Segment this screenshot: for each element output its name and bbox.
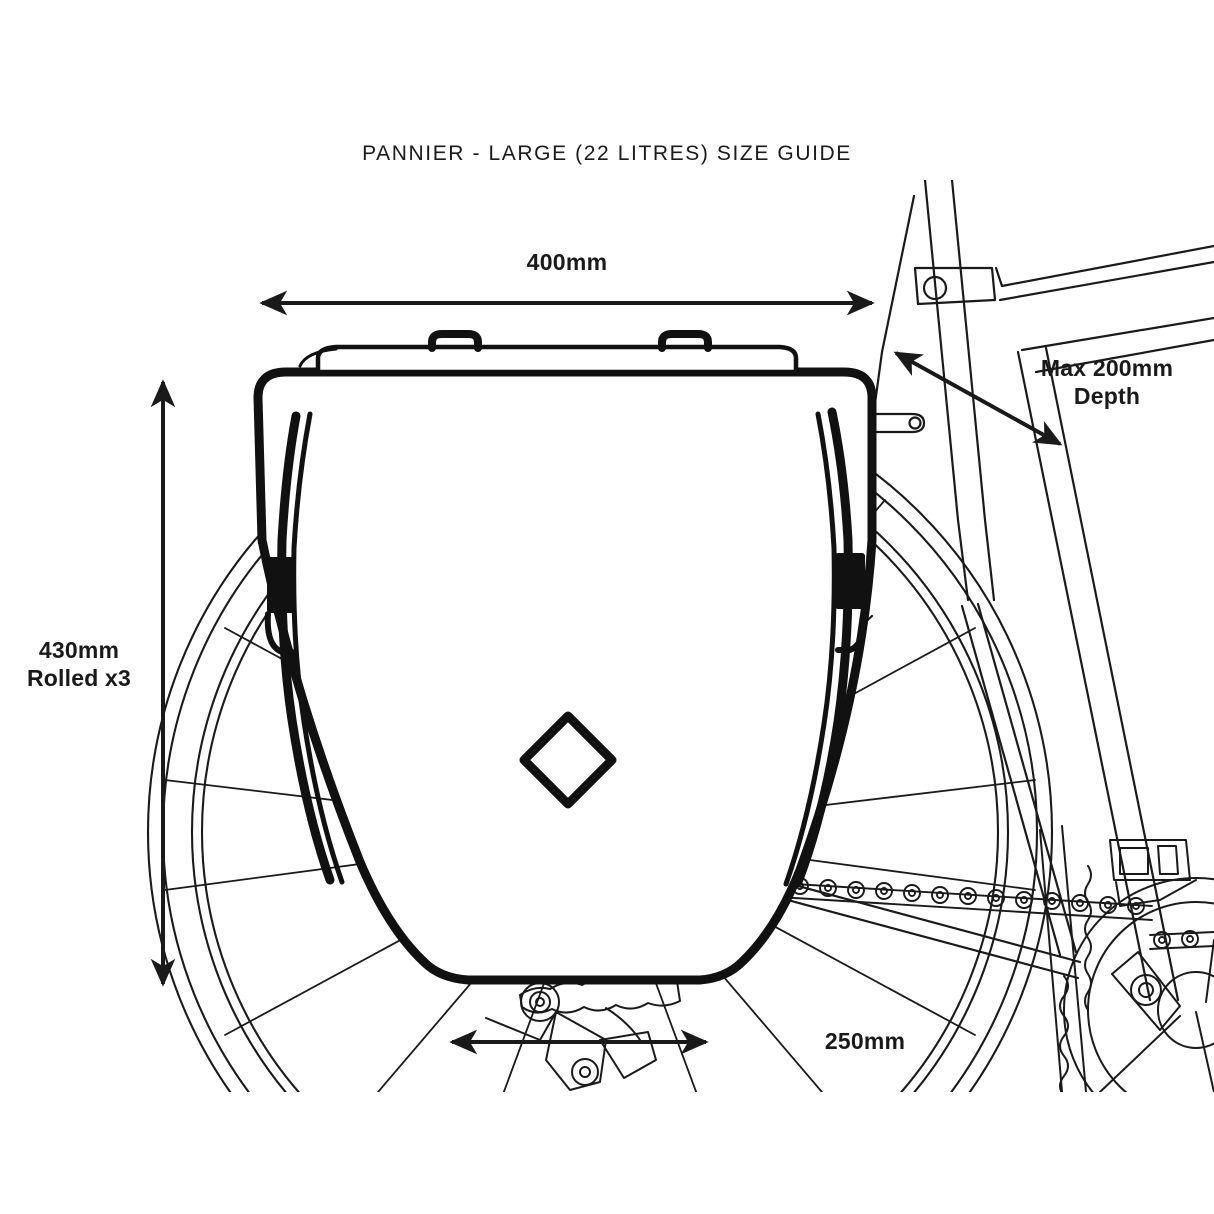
front-derailleur (1109, 839, 1197, 907)
chain-rollers-lower (1153, 930, 1199, 949)
base-width-dimension-label: 250mm (824, 1028, 906, 1054)
dimension-arrows (150, 290, 1063, 1055)
height-dimension-label-line2: Rolled x3 (26, 665, 132, 692)
compression-strap-left (264, 411, 345, 885)
buckle-loop-left (428, 330, 482, 352)
brand-diamond-logo (519, 711, 617, 809)
depth-dimension-arrow (893, 351, 1063, 446)
depth-dimension-label-line1: Max 200mm (1040, 355, 1174, 381)
depth-dimension-label-line2: Depth (1073, 383, 1141, 410)
pannier-bag (253, 330, 877, 985)
pannier-bag-body (253, 367, 877, 985)
mudguard (1039, 825, 1087, 1092)
compression-strap-right (783, 407, 868, 887)
buckle-loop-right (658, 330, 712, 352)
rear-derailleur (485, 1007, 657, 1091)
roll-top-closure (315, 344, 799, 375)
width-dimension-label: 400mm (526, 249, 608, 275)
height-dimension-label-line1: 430mm (38, 637, 120, 663)
page-title: PANNIER - LARGE (22 LITRES) SIZE GUIDE (362, 142, 852, 165)
bicycle-crankset (1059, 865, 1214, 1092)
